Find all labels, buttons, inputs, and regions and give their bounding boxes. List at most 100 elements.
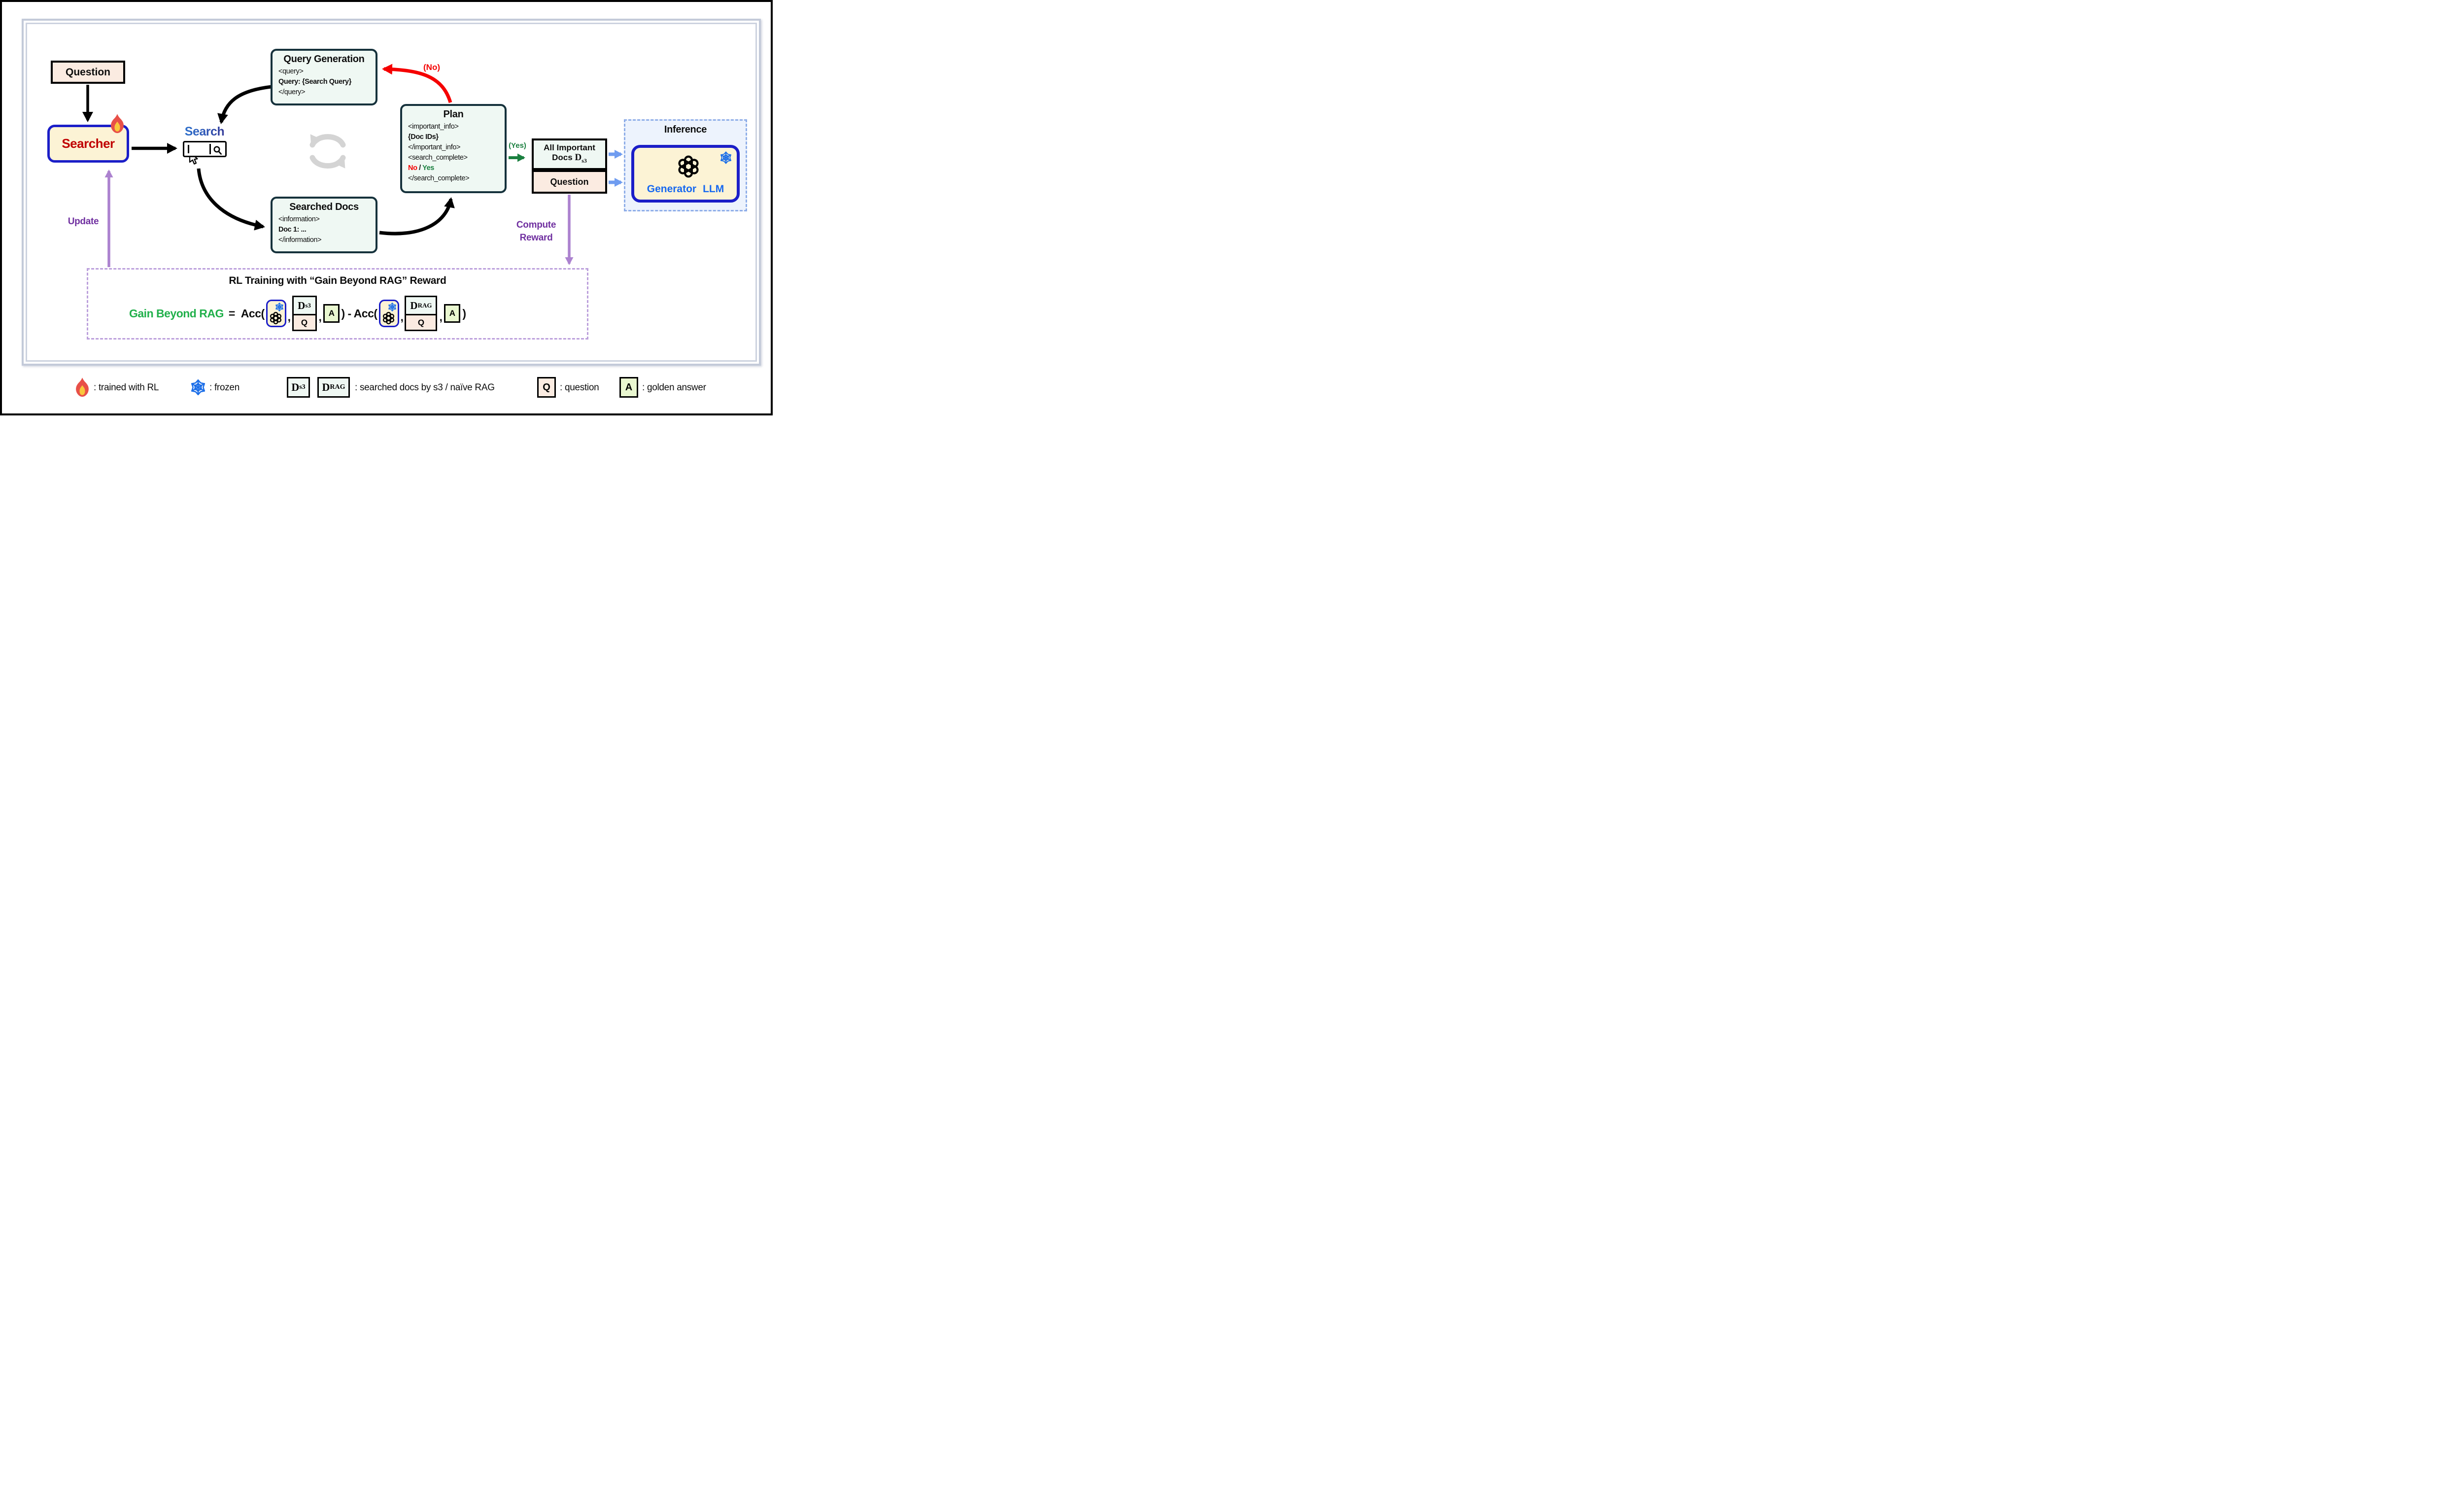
answer-chip: A: [323, 304, 340, 323]
searched-docs-line: <information>: [278, 215, 320, 223]
legend-frozen-text: : frozen: [209, 382, 240, 393]
update-label-text: Update: [68, 216, 99, 227]
fire-icon: [76, 377, 89, 397]
yes-edge-label-text: (Yes): [509, 141, 526, 150]
legend-fire-text: : trained with RL: [94, 382, 159, 393]
searcher-node: Searcher: [47, 125, 129, 163]
plan-line: {Doc IDs}: [408, 133, 439, 141]
snowflake-icon: [274, 302, 284, 312]
query-generation-node: Query Generation <query> Query: {Search …: [271, 49, 377, 105]
fire-icon: [111, 114, 124, 134]
yes-edge-label: (Yes): [502, 141, 533, 150]
q-cell: Q: [406, 314, 436, 330]
reward-word: Reward: [519, 233, 553, 243]
magnifier-icon: [213, 146, 222, 155]
d-symbol: D: [291, 381, 300, 393]
legend-a-chip: A: [619, 377, 638, 398]
frozen-generator-chip: [266, 300, 286, 327]
acc-open-1: Acc(: [240, 307, 265, 320]
snowflake-icon: [719, 151, 733, 165]
legend-q-chip: Q: [537, 377, 556, 398]
plan-line: </search_complete>: [408, 174, 470, 182]
diagram-frame: [22, 19, 761, 366]
query-generation-title: Query Generation: [283, 54, 365, 65]
rl-training-title: RL Training with “Gain Beyond RAG” Rewar…: [229, 275, 446, 286]
q-symbol: Q: [301, 317, 308, 327]
plan-no-yes-line: No / Yes: [408, 163, 499, 173]
question-right-label: Question: [550, 176, 589, 187]
openai-logo-icon: [382, 311, 395, 325]
generator-llm-node: Generator LLM: [631, 145, 740, 203]
comma: ,: [287, 310, 291, 323]
figure-page: Question Searcher Search Query Generatio…: [0, 0, 773, 415]
query-generation-line: </query>: [278, 88, 306, 96]
gain-beyond-rag-text: Gain Beyond RAG: [129, 307, 224, 320]
d-symbol: D: [410, 299, 418, 311]
q-symbol: Q: [543, 381, 550, 393]
openai-logo-icon: [269, 311, 282, 325]
comma: ,: [318, 310, 322, 323]
answer-chip: A: [444, 304, 461, 323]
plan-slash: /: [417, 164, 423, 172]
plan-line: <important_info>: [408, 123, 459, 131]
plan-yes: Yes: [422, 164, 434, 172]
all-important-docs-node: All Important Docs Ds3: [532, 138, 607, 170]
d-subscript: s3: [582, 157, 587, 164]
d-symbol: D: [298, 299, 306, 311]
d-subscript: RAG: [330, 383, 345, 391]
plan-title: Plan: [443, 109, 464, 120]
llm-word: LLM: [703, 183, 724, 195]
plan-no: No: [408, 164, 417, 172]
comma: ,: [400, 310, 404, 323]
query-generation-line: Query: {Search Query}: [278, 78, 351, 86]
search-divider: [209, 144, 211, 154]
plan-line: </important_info>: [408, 143, 461, 151]
searched-docs-line: Doc 1: ...: [278, 226, 307, 234]
inference-title: Inference: [664, 124, 707, 135]
searched-docs-line: </information>: [278, 236, 322, 244]
docs-word: Docs: [552, 153, 573, 162]
search-label-text: Search: [184, 125, 225, 138]
q-cell: Q: [293, 314, 315, 330]
searched-docs-title: Searched Docs: [289, 202, 359, 212]
diagram-frame-inner: [26, 23, 757, 362]
searcher-node-label: Searcher: [62, 136, 115, 151]
snowflake-icon: [387, 302, 397, 312]
legend-q-text: : question: [560, 382, 599, 393]
legend-a-text: : golden answer: [642, 382, 706, 393]
d-subscript: s3: [299, 383, 306, 391]
question-right-node: Question: [532, 170, 607, 194]
d-subscript: s3: [305, 302, 311, 309]
search-label: Search: [174, 125, 235, 139]
snowflake-icon: [189, 378, 207, 396]
update-label: Update: [63, 216, 103, 227]
openai-logo-icon: [677, 155, 700, 178]
search-input: [183, 141, 227, 157]
compute-word: Compute: [516, 220, 556, 230]
compute-reward-label: Compute Reward: [511, 219, 562, 244]
comma: ,: [439, 310, 443, 323]
a-symbol: A: [625, 381, 633, 393]
all-important-docs-line1: All Important: [544, 143, 595, 152]
q-symbol: Q: [417, 317, 425, 327]
plan-node: Plan <important_info> {Doc IDs} </import…: [400, 104, 507, 193]
searched-docs-node: Searched Docs <information> Doc 1: ... <…: [271, 197, 377, 253]
no-edge-label-text: (No): [423, 63, 440, 72]
text-caret: [188, 145, 189, 153]
plan-line: <search_complete>: [408, 154, 468, 162]
legend-docs-text: : searched docs by s3 / naïve RAG: [355, 382, 495, 393]
d-subscript: RAG: [417, 302, 432, 309]
no-edge-label: (No): [412, 63, 451, 72]
d-symbol: D: [575, 152, 582, 163]
generator-word: Generator: [647, 183, 697, 195]
generator-llm-label: Generator LLM: [634, 183, 737, 195]
query-generation-line: <query>: [278, 68, 304, 75]
frozen-generator-chip: [378, 300, 399, 327]
rl-training-box: RL Training with “Gain Beyond RAG” Rewar…: [87, 268, 588, 340]
